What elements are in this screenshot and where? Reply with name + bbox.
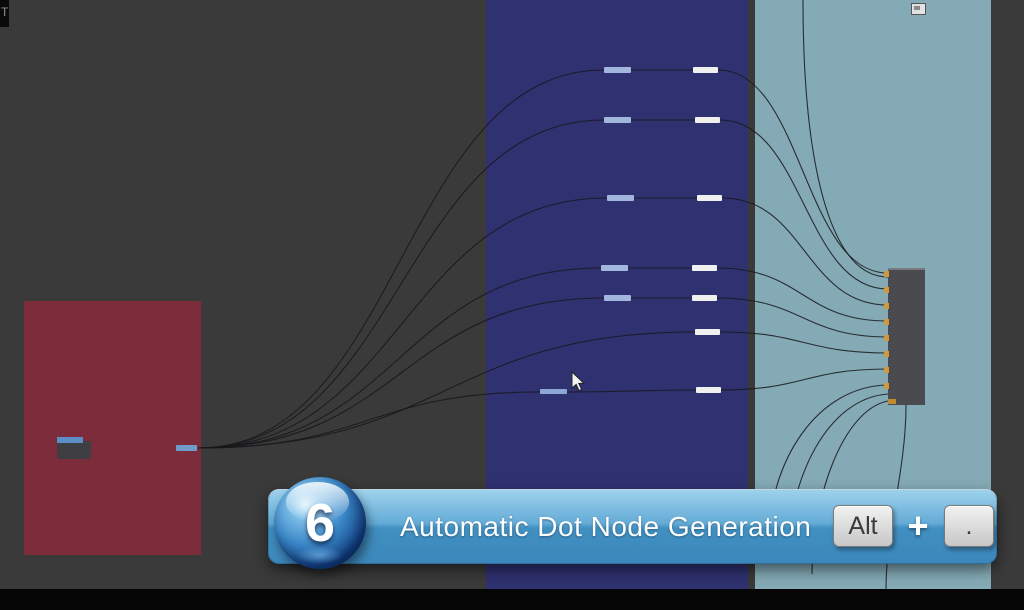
wire [716, 297, 889, 338]
node-row5-left[interactable] [604, 295, 631, 301]
node-row1-right[interactable] [693, 67, 718, 73]
note-icon[interactable] [911, 3, 926, 15]
node-port[interactable] [884, 287, 889, 293]
cursor-pointer [571, 371, 586, 392]
key-period: . [944, 505, 994, 547]
wire [197, 267, 602, 449]
node-row3-left[interactable] [607, 195, 634, 201]
wire [197, 197, 608, 449]
note-icon-detail [914, 6, 920, 10]
wire [719, 119, 889, 290]
red-backdrop[interactable] [24, 301, 201, 555]
bottom-bar [0, 589, 1024, 610]
dot-node-source[interactable] [176, 445, 197, 451]
target-node[interactable] [888, 268, 925, 405]
banner-title: Automatic Dot Node Generation [400, 511, 812, 542]
node-row4-right[interactable] [692, 265, 717, 271]
wire [720, 368, 889, 391]
node-row6-right[interactable] [695, 329, 720, 335]
node-foot-port [888, 399, 896, 404]
key-alt: Alt [833, 505, 893, 547]
node-row2-left[interactable] [604, 117, 631, 123]
node-port[interactable] [884, 351, 889, 357]
node-row7-right[interactable] [696, 387, 721, 393]
node-row3-right[interactable] [697, 195, 722, 201]
source-node[interactable] [57, 437, 91, 459]
node-row5-right[interactable] [692, 295, 717, 301]
tutorial-banner: 6 Automatic Dot Node Generation Alt + . [265, 477, 999, 573]
backdrop-label-cropped: T [1, 5, 9, 19]
step-badge: 6 [274, 477, 366, 569]
node-port[interactable] [884, 383, 889, 389]
wire [566, 389, 697, 393]
wire [197, 297, 605, 449]
node-port[interactable] [884, 271, 889, 277]
node-port[interactable] [884, 319, 889, 325]
node-port[interactable] [884, 303, 889, 309]
wire [721, 197, 889, 306]
node-row2-right[interactable] [695, 117, 720, 123]
corner-notch [0, 0, 9, 27]
wire [197, 391, 541, 449]
step-number: 6 [304, 493, 336, 553]
node-port[interactable] [884, 367, 889, 373]
node-row4-left[interactable] [601, 265, 628, 271]
wire [717, 69, 889, 274]
node-row1-left[interactable] [604, 67, 631, 73]
node-row7-left[interactable] [540, 389, 567, 394]
wire [197, 69, 605, 449]
plus-separator: + [907, 505, 929, 546]
wire [716, 267, 889, 322]
wire [802, 0, 889, 278]
wire [197, 119, 605, 449]
wire [719, 331, 889, 354]
node-port[interactable] [884, 335, 889, 341]
source-node-tab [57, 437, 83, 443]
